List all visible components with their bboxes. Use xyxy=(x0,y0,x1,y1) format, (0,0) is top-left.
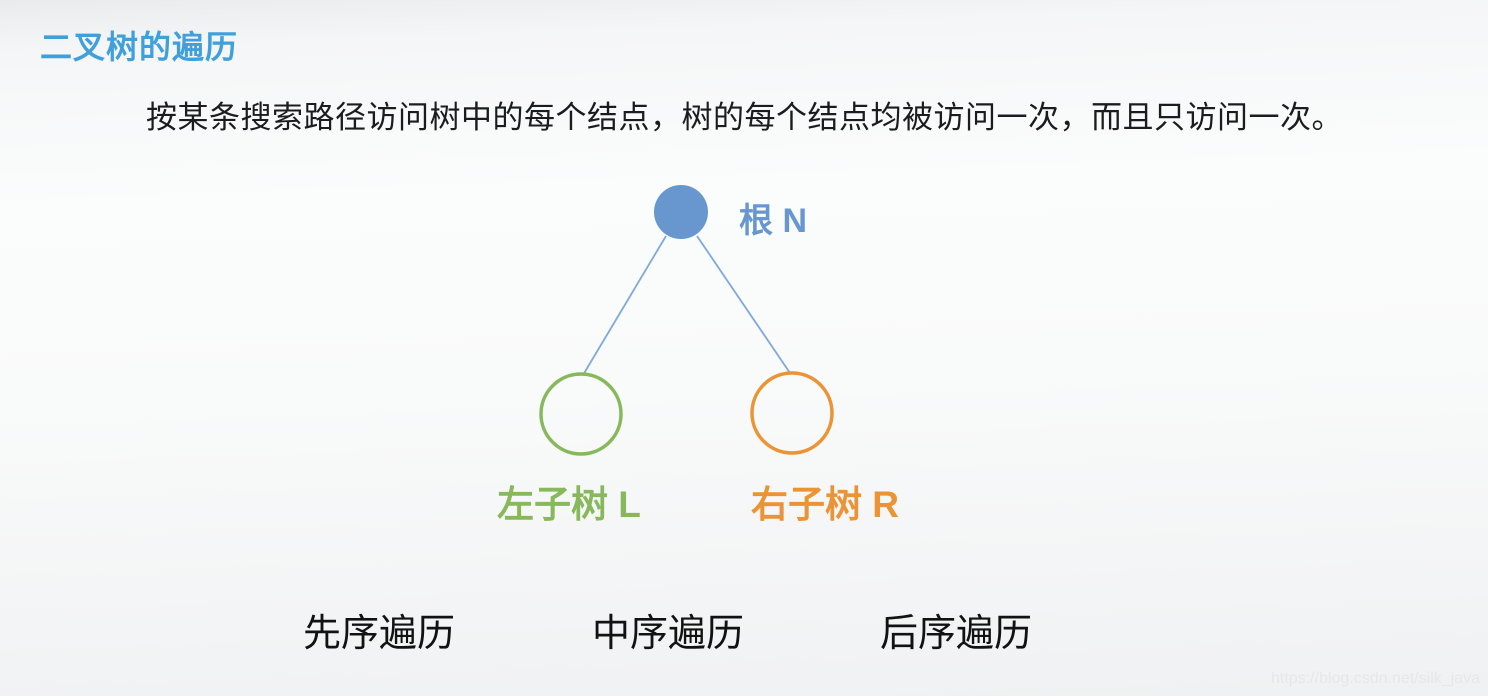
root-node-circle xyxy=(654,185,708,239)
root-node-label: 根 N xyxy=(739,202,807,240)
traversal-label-inorder: 中序遍历 xyxy=(592,613,745,655)
right-subtree-circle xyxy=(750,371,834,455)
traversal-label-postorder: 后序遍历 xyxy=(880,613,1033,655)
watermark-url: https://blog.csdn.net/silk_java xyxy=(1270,670,1480,687)
edge-root-to-left xyxy=(582,235,667,376)
left-subtree-label: 左子树 L xyxy=(497,484,641,525)
right-subtree-label: 右子树 R xyxy=(751,484,899,525)
page-title: 二叉树的遍历 xyxy=(40,29,239,65)
description-text: 按某条搜索路径访问树中的每个结点，树的每个结点均被访问一次，而且只访问一次。 xyxy=(146,100,1343,135)
left-subtree-circle xyxy=(539,372,623,456)
edge-root-to-right xyxy=(696,235,791,374)
traversal-label-preorder: 先序遍历 xyxy=(303,613,456,655)
